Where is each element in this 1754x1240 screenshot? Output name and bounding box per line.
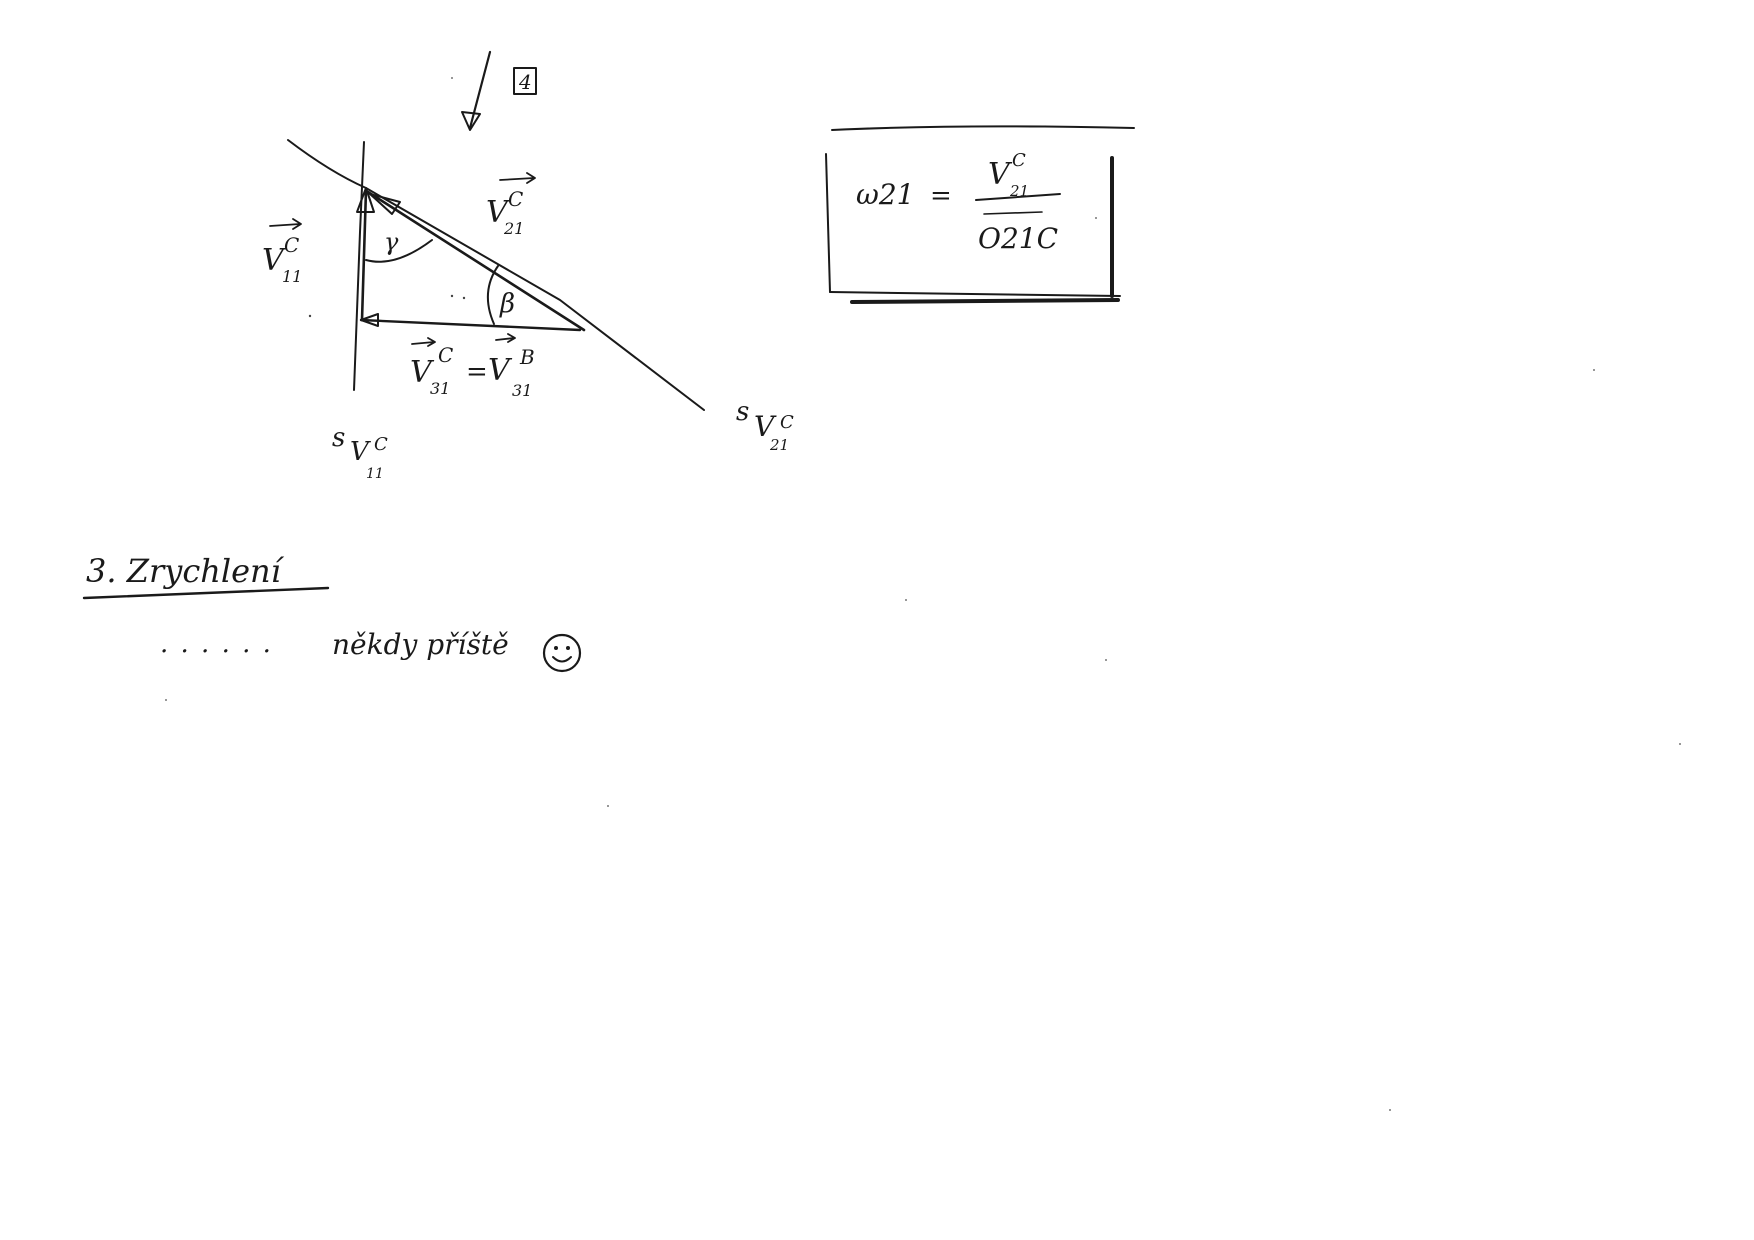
- svg-text:V: V: [486, 195, 511, 230]
- svg-text:21: 21: [1009, 182, 1029, 200]
- svg-text:C: C: [284, 233, 299, 257]
- svg-text:21: 21: [503, 219, 524, 238]
- heading-underline: [82, 586, 330, 600]
- svg-text:B: B: [519, 345, 535, 369]
- svg-text:C: C: [374, 434, 388, 455]
- angle-gamma: γ: [384, 228, 399, 256]
- svg-text:11: 11: [366, 466, 384, 482]
- beta-arc: [487, 265, 499, 325]
- formula-numerator: V C 21: [988, 150, 1029, 200]
- fraction-bar: [975, 193, 1061, 201]
- svg-text:V: V: [488, 353, 513, 388]
- formula-operator: =: [930, 181, 952, 211]
- marker-number: 4: [518, 70, 532, 94]
- label-v21: V C 21: [486, 172, 536, 238]
- svg-text:V: V: [350, 437, 371, 467]
- label-s-v21: s V C 21: [736, 397, 794, 454]
- label-v31-equality: V C 31 = V B 31: [410, 333, 535, 400]
- svg-text:C: C: [438, 343, 453, 367]
- svg-text:V: V: [988, 157, 1013, 192]
- svg-text:C: C: [508, 187, 523, 211]
- svg-text:C: C: [1012, 150, 1026, 171]
- marker-box: 4: [513, 67, 537, 95]
- label-v11: V C 11: [262, 218, 302, 286]
- ellipsis-dots: . . . . . .: [160, 629, 273, 659]
- svg-text:=: =: [466, 357, 488, 387]
- label-s-v11: s V C 11: [332, 423, 388, 482]
- svg-text:V: V: [754, 410, 777, 443]
- velocity-triangle: [287, 139, 705, 411]
- smiley-icon: [542, 633, 582, 673]
- svg-text:31: 31: [430, 379, 450, 398]
- scan-specks: [165, 77, 1681, 1111]
- load-arrow: [461, 50, 492, 131]
- angle-beta: β: [499, 289, 515, 319]
- svg-text:V: V: [410, 355, 435, 390]
- note-text: někdy příště: [332, 628, 509, 661]
- svg-text:V: V: [262, 243, 287, 278]
- svg-text:11: 11: [282, 267, 302, 286]
- formula-lhs: ω21: [856, 178, 914, 211]
- svg-text:s: s: [736, 397, 749, 427]
- svg-text:C: C: [780, 412, 794, 433]
- formula-box: ω21 = V C 21 O21C: [825, 125, 1135, 304]
- section-heading: 3. Zrychlení: [86, 552, 285, 590]
- formula-denominator: O21C: [978, 222, 1058, 255]
- svg-text:s: s: [332, 423, 345, 453]
- svg-text:31: 31: [512, 381, 532, 400]
- gamma-arc: [365, 239, 433, 263]
- svg-text:21: 21: [769, 436, 789, 454]
